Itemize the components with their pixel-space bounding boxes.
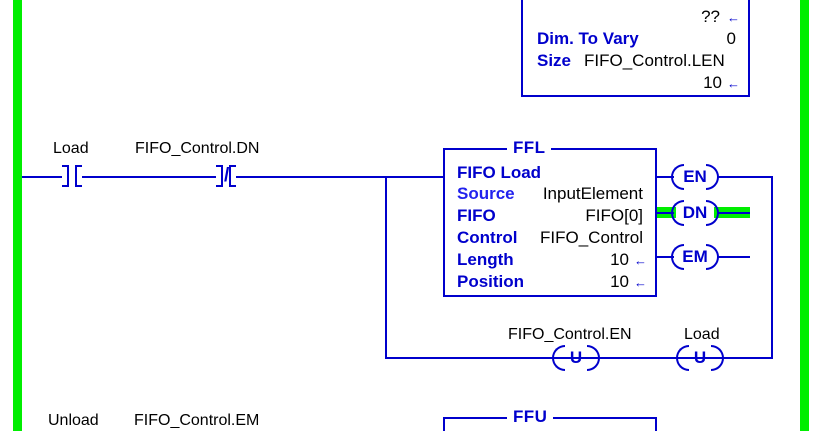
ffl-row-source-label: Source — [457, 184, 515, 203]
top-block-row-3-arrow-icon: ← — [727, 76, 740, 91]
coil-unlatch-load-label: U — [693, 348, 707, 367]
coil-em[interactable]: EM — [671, 244, 719, 270]
ffl-row-fifo-label: FIFO — [457, 206, 496, 225]
coil-em-label: EM — [682, 247, 708, 266]
rung1-wire-rail-to-contact1 — [22, 176, 62, 178]
contact-load-right-bar — [75, 165, 82, 187]
contact-load-tag: Load — [53, 140, 89, 157]
left-power-rail — [13, 0, 22, 431]
ffl-instruction-block[interactable]: FFL FIFO Load Source InputElement FIFO F… — [443, 139, 657, 297]
top-block-row-2-value: FIFO_Control.LEN — [584, 51, 725, 70]
contact-fifo-control-dn-left-bar — [216, 165, 223, 187]
coil-dn[interactable]: DN — [671, 200, 719, 226]
ffu-block-title: FFU — [507, 408, 554, 425]
ffl-row-control-value[interactable]: FIFO_Control — [540, 228, 643, 247]
coil-unlatch-fifo-control-en-tag: FIFO_Control.EN — [508, 326, 632, 343]
ffl-row-position-label: Position — [457, 272, 525, 291]
ffl-block-title: FFL — [507, 139, 552, 156]
coil-dn-label: DN — [682, 203, 708, 222]
branch-right-vertical — [771, 176, 773, 358]
coil-en-label: EN — [683, 167, 707, 186]
coil-unlatch-fifo-control-en[interactable]: U — [552, 345, 600, 371]
rung1-wire-contact1-to-contact2 — [82, 176, 216, 178]
contact-fifo-control-dn[interactable]: / — [216, 165, 236, 187]
ffu-instruction-block[interactable]: FFU — [443, 408, 657, 431]
contact-load[interactable] — [62, 165, 82, 187]
top-block-row-3-value: 10 — [703, 73, 722, 92]
top-block-row-0-value: ?? — [701, 7, 720, 26]
coil-unlatch-load-tag: Load — [684, 326, 720, 343]
top-instruction-block[interactable]: ?? ← Dim. To Vary 0 Size FIFO_Control.LE… — [521, 0, 750, 97]
contact-unload-tag: Unload — [48, 412, 99, 429]
rung1-wire-contact2-to-branch — [236, 176, 385, 178]
contact-load-left-bar — [62, 165, 69, 187]
wire-en-coil-to-right-branch — [718, 176, 773, 178]
right-power-rail — [800, 0, 809, 431]
wire-block-to-en-coil — [657, 176, 674, 178]
top-block-row-2-label: Size — [537, 51, 572, 70]
branch-left-vertical — [385, 176, 387, 358]
coil-unlatch-load[interactable]: U — [676, 345, 724, 371]
ffl-block-subtitle: FIFO Load — [457, 163, 542, 182]
contact-normally-closed-slash-icon: / — [224, 165, 230, 186]
rung1-wire-branch-to-block — [385, 176, 443, 178]
branch-bottom-wire — [385, 357, 773, 359]
contact-fifo-control-dn-tag: FIFO_Control.DN — [135, 140, 260, 157]
contact-fifo-control-em-tag: FIFO_Control.EM — [134, 412, 260, 429]
ffl-row-source-value[interactable]: InputElement — [542, 184, 643, 203]
ffl-row-position-value[interactable]: 10 — [610, 272, 629, 291]
coil-unlatch-fifo-control-en-label: U — [569, 348, 583, 367]
wire-em-coil-right-stub — [718, 256, 750, 258]
top-block-row-1-label: Dim. To Vary — [537, 29, 639, 48]
ffl-row-control-label: Control — [457, 228, 518, 247]
ffl-row-fifo-value[interactable]: FIFO[0] — [585, 206, 643, 225]
ffl-row-length-value[interactable]: 10 — [610, 250, 629, 269]
top-block-row-0-arrow-icon: ← — [727, 10, 740, 25]
coil-en[interactable]: EN — [671, 164, 719, 190]
wire-dn-coil-right-stub — [718, 212, 750, 214]
wire-block-to-dn-coil — [657, 212, 674, 214]
wire-block-to-em-coil — [657, 256, 674, 258]
ffl-row-length-arrow-icon: ← — [634, 253, 647, 268]
ffl-row-length-label: Length — [457, 250, 514, 269]
contact-fifo-control-dn-right-bar — [229, 165, 236, 187]
ffl-row-position-arrow-icon: ← — [634, 275, 647, 290]
top-block-row-1-value: 0 — [726, 29, 736, 48]
